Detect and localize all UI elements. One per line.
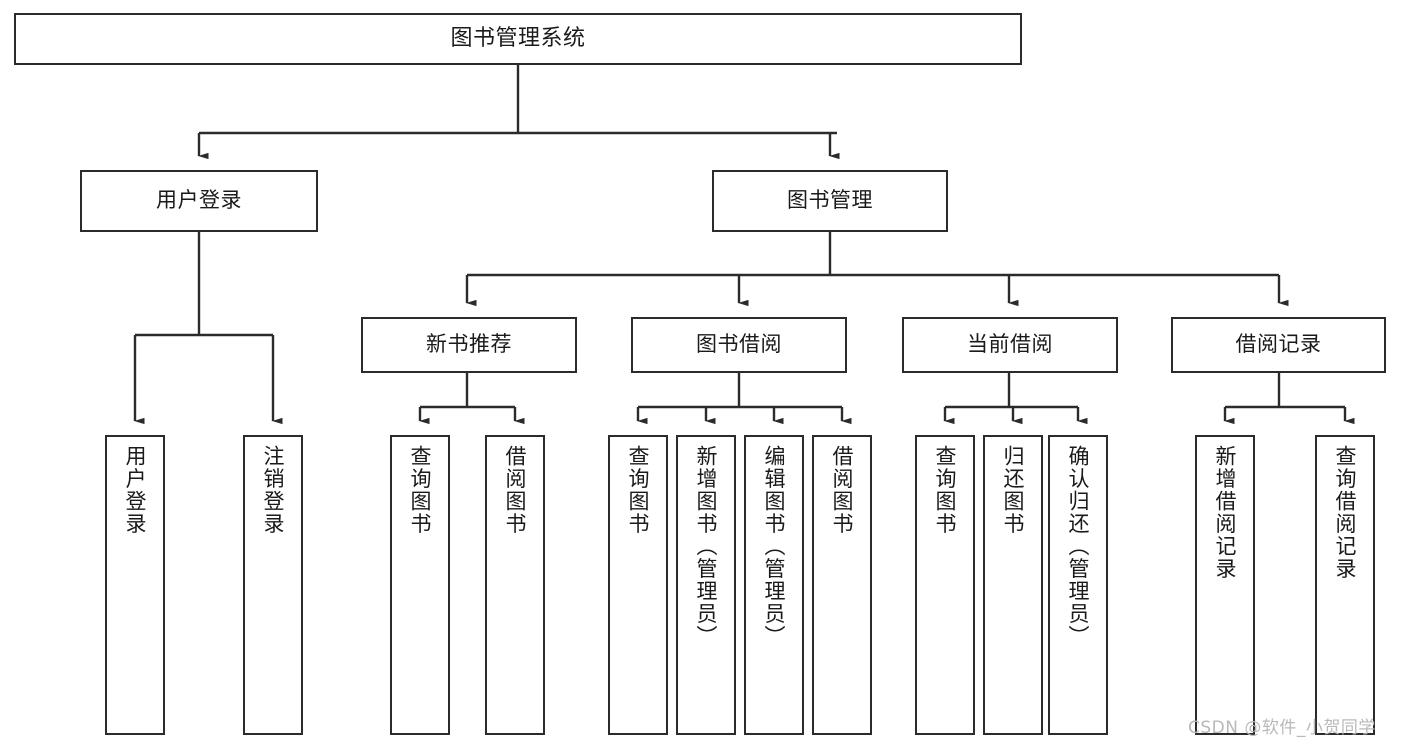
node-leaf-query-borrow-record[interactable]: 查询借阅记录 <box>1315 435 1375 735</box>
node-leaf-query-book-borrow-label: 查询图书 <box>626 445 651 535</box>
node-leaf-query-book-rec-label: 查询图书 <box>408 445 433 535</box>
node-root-label: 图书管理系统 <box>450 25 586 51</box>
node-leaf-logout-label: 注销登录 <box>261 445 286 535</box>
node-leaf-return-book-label: 归还图书 <box>1001 445 1026 535</box>
node-root[interactable]: 图书管理系统 <box>14 13 1022 65</box>
node-current-borrow[interactable]: 当前借阅 <box>902 317 1118 373</box>
node-leaf-confirm-return-admin[interactable]: 确认归还（管理员） <box>1048 435 1108 735</box>
node-leaf-edit-book-admin[interactable]: 编辑图书（管理员） <box>744 435 804 735</box>
node-leaf-logout[interactable]: 注销登录 <box>243 435 303 735</box>
watermark: CSDN @软件_小贺同学 <box>1188 718 1376 738</box>
node-book-borrow-label: 图书借阅 <box>696 332 782 357</box>
node-user-login[interactable]: 用户登录 <box>80 170 318 232</box>
node-current-borrow-label: 当前借阅 <box>967 332 1053 357</box>
node-leaf-add-borrow-record-label: 新增借阅记录 <box>1213 445 1238 580</box>
node-leaf-confirm-return-admin-label: 确认归还（管理员） <box>1066 445 1091 648</box>
node-leaf-query-book-current-label: 查询图书 <box>933 445 958 535</box>
node-leaf-return-book[interactable]: 归还图书 <box>983 435 1043 735</box>
node-leaf-query-borrow-record-label: 查询借阅记录 <box>1333 445 1358 580</box>
node-leaf-add-book-admin-label: 新增图书（管理员） <box>694 445 719 648</box>
node-leaf-query-book-borrow[interactable]: 查询图书 <box>608 435 668 735</box>
node-borrow-record[interactable]: 借阅记录 <box>1171 317 1386 373</box>
node-book-management-label: 图书管理 <box>787 188 873 213</box>
node-book-borrow[interactable]: 图书借阅 <box>631 317 847 373</box>
node-book-management[interactable]: 图书管理 <box>712 170 948 232</box>
node-user-login-label: 用户登录 <box>156 188 242 213</box>
node-leaf-add-book-admin[interactable]: 新增图书（管理员） <box>676 435 736 735</box>
node-leaf-edit-book-admin-label: 编辑图书（管理员） <box>762 445 787 648</box>
node-leaf-borrow-book-rec[interactable]: 借阅图书 <box>485 435 545 735</box>
node-leaf-user-login-label: 用户登录 <box>123 445 148 535</box>
node-leaf-borrow-book-label: 借阅图书 <box>830 445 855 535</box>
node-new-book-recommend[interactable]: 新书推荐 <box>361 317 577 373</box>
node-leaf-add-borrow-record[interactable]: 新增借阅记录 <box>1195 435 1255 735</box>
node-leaf-borrow-book[interactable]: 借阅图书 <box>812 435 872 735</box>
node-leaf-borrow-book-rec-label: 借阅图书 <box>503 445 528 535</box>
node-leaf-user-login[interactable]: 用户登录 <box>105 435 165 735</box>
node-leaf-query-book-current[interactable]: 查询图书 <box>915 435 975 735</box>
node-borrow-record-label: 借阅记录 <box>1235 332 1322 357</box>
node-leaf-query-book-rec[interactable]: 查询图书 <box>390 435 450 735</box>
node-new-book-recommend-label: 新书推荐 <box>426 332 512 357</box>
